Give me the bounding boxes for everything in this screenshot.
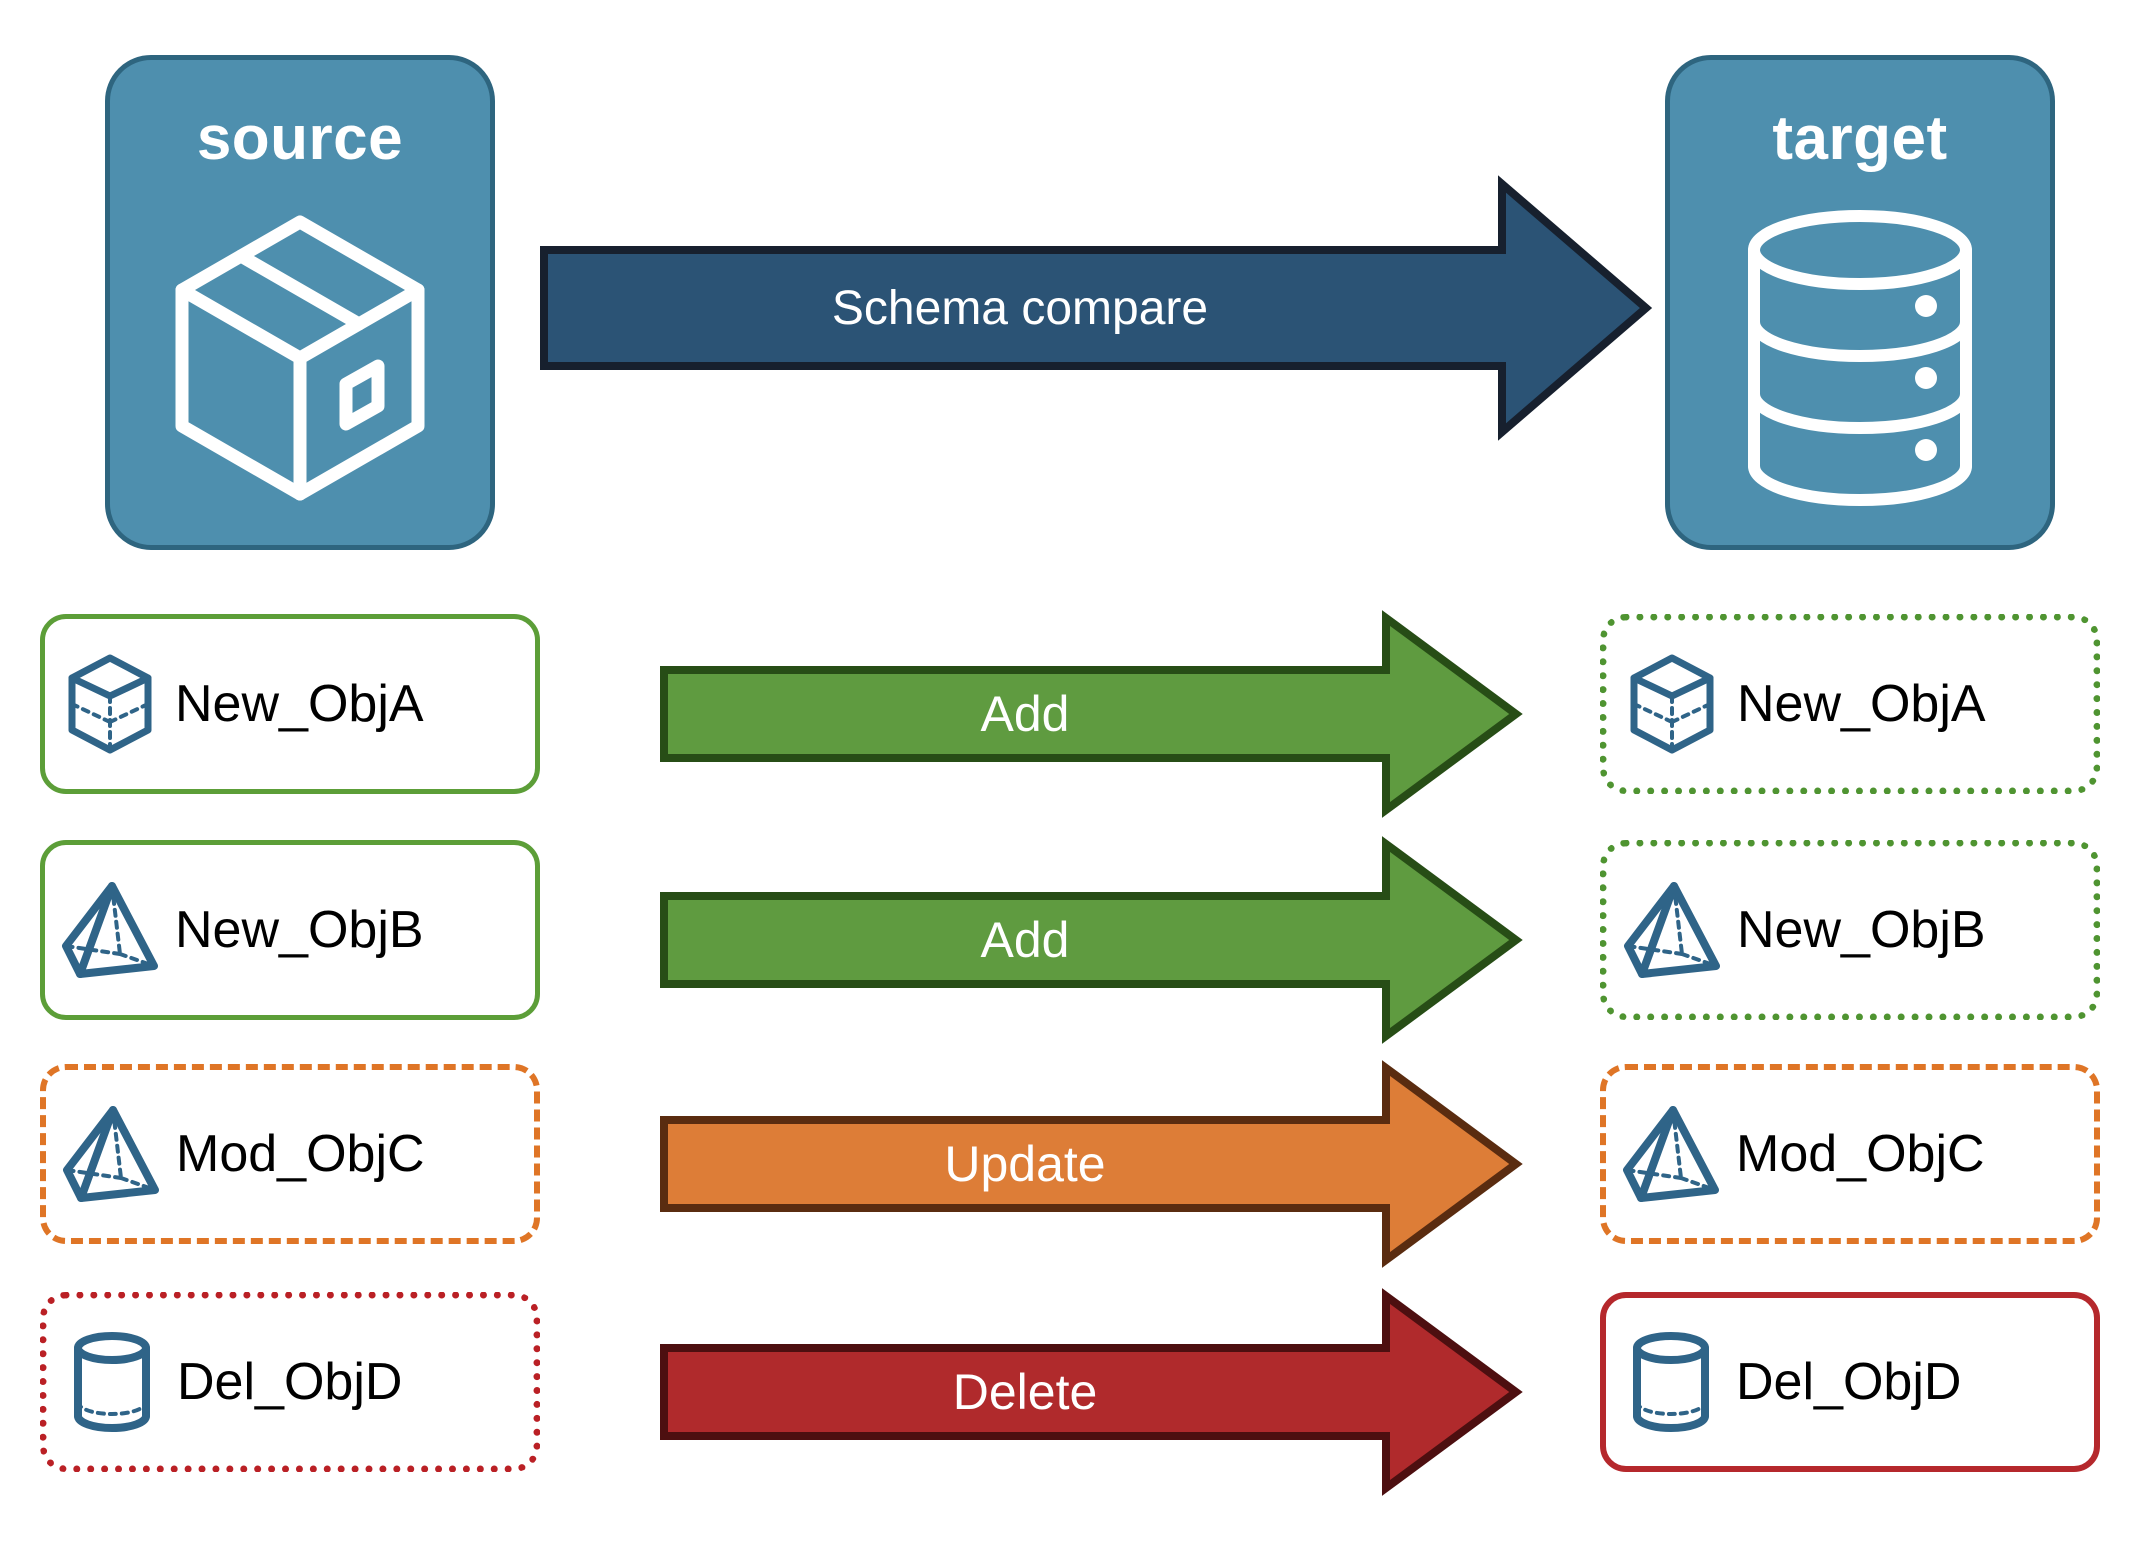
source-object-box[interactable]: Del_ObjD [40, 1292, 540, 1472]
schema-compare-arrow: Schema compare [540, 175, 1653, 441]
wireframe-cylinder-icon [1606, 1330, 1736, 1434]
action-arrow-label: Add [980, 912, 1070, 968]
wireframe-cube-icon [45, 652, 175, 756]
target-object-name: Del_ObjD [1736, 1353, 1962, 1411]
target-object-name: New_ObjA [1737, 675, 1986, 733]
endpoint-card-target: target [1665, 55, 2055, 550]
wireframe-pyramid-icon [1607, 878, 1737, 982]
action-arrow-label: Add [980, 686, 1070, 742]
target-object-box[interactable]: New_ObjB [1600, 840, 2100, 1020]
target-object-box[interactable]: New_ObjA [1600, 614, 2100, 794]
action-arrow: Add [660, 836, 1523, 1044]
endpoint-label-target: target [1772, 104, 1948, 173]
wireframe-pyramid-icon [1606, 1102, 1736, 1206]
compare-row: New_ObjB Add [0, 836, 2150, 1044]
action-arrow: Update [660, 1060, 1523, 1268]
endpoint-label-source: source [196, 104, 404, 173]
target-object-box[interactable]: Del_ObjD [1600, 1292, 2100, 1472]
endpoint-card-source: source [105, 55, 495, 550]
compare-row: Del_ObjD Delete Del_ObjD [0, 1288, 2150, 1496]
target-object-name: New_ObjB [1737, 901, 1986, 959]
source-object-name: Mod_ObjC [176, 1125, 425, 1183]
source-object-name: Del_ObjD [177, 1353, 403, 1411]
action-arrow: Add [660, 610, 1523, 818]
target-object-name: Mod_ObjC [1736, 1125, 1985, 1183]
database-cylinder-icon [1670, 170, 2050, 545]
source-object-name: New_ObjB [175, 901, 424, 959]
source-object-box[interactable]: Mod_ObjC [40, 1064, 540, 1244]
wireframe-cube-icon [1607, 652, 1737, 756]
wireframe-pyramid-icon [45, 878, 175, 982]
source-object-name: New_ObjA [175, 675, 424, 733]
wireframe-pyramid-icon [46, 1102, 176, 1206]
action-arrow-label: Delete [952, 1364, 1098, 1420]
package-box-icon [110, 170, 490, 545]
compare-row: New_ObjA Add [0, 610, 2150, 818]
target-object-box[interactable]: Mod_ObjC [1600, 1064, 2100, 1244]
source-object-box[interactable]: New_ObjA [40, 614, 540, 794]
action-arrow-label: Update [944, 1136, 1106, 1192]
wireframe-cylinder-icon [47, 1330, 177, 1434]
compare-row: Mod_ObjC Update [0, 1060, 2150, 1268]
action-arrow: Delete [660, 1288, 1523, 1496]
schema-compare-arrow-label: Schema compare [831, 281, 1209, 335]
source-object-box[interactable]: New_ObjB [40, 840, 540, 1020]
